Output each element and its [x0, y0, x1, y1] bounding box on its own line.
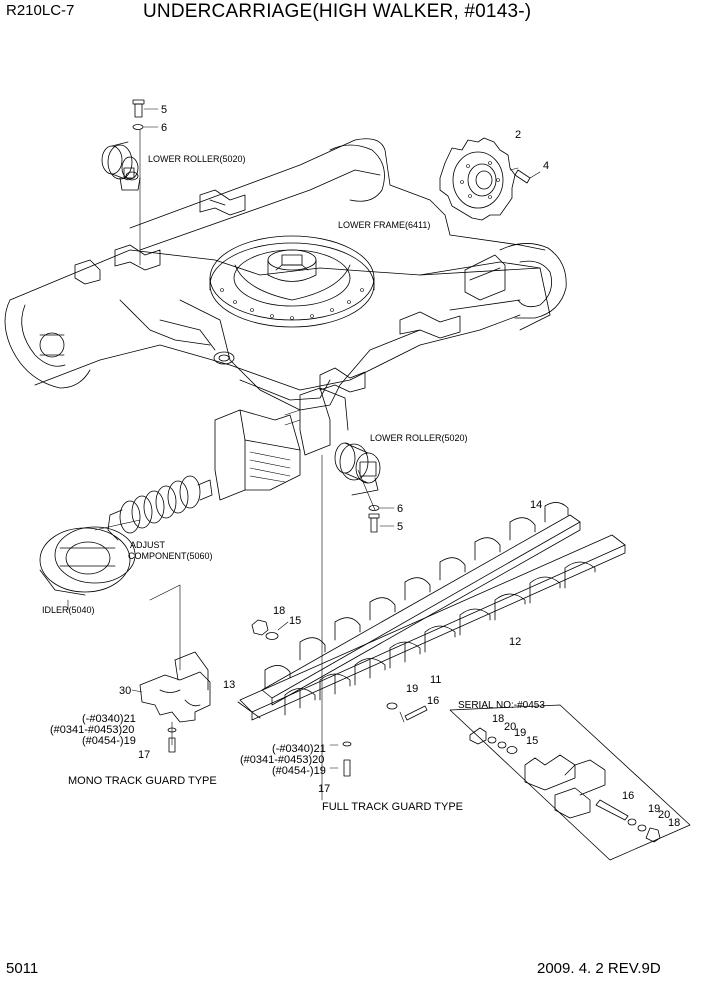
callout-13: 13: [223, 679, 235, 691]
date-revision: 2009. 4. 2 REV.9D: [537, 960, 661, 977]
callout-21-mono: (-#0340)21: [82, 713, 136, 725]
mono-track-guard-drawing: [131, 584, 211, 753]
label-lower-roller-top: LOWER ROLLER(5020): [148, 154, 246, 164]
callout-16-serial: 16: [622, 790, 634, 802]
lower-roller-top-drawing: [101, 99, 159, 191]
callout-16: 16: [427, 695, 439, 707]
callout-5: 5: [161, 104, 167, 116]
full-track-guard-drawing: [237, 502, 626, 777]
callout-20-mono: (#0341-#0453)20: [50, 724, 134, 736]
label-lower-frame: LOWER FRAME(6411): [338, 220, 430, 230]
serial-detail-box: [449, 704, 691, 861]
lower-frame-drawing: [4, 129, 567, 801]
callout-11: 11: [430, 674, 441, 686]
callout-19-serial-b: 19: [648, 803, 660, 815]
callout-20-full: (#0341-#0453)20: [240, 754, 324, 766]
callout-6: 6: [161, 122, 167, 134]
callout-15-serial: 15: [526, 735, 538, 747]
callout-18-serial-b: 18: [668, 817, 680, 829]
label-adjust-1: ADJUST: [130, 540, 166, 550]
callout-15: 15: [289, 615, 301, 627]
callout-20-serial-b: 20: [658, 809, 670, 821]
label-idler: IDLER(5040): [42, 605, 95, 615]
caption-full-track-guard: FULL TRACK GUARD TYPE: [322, 801, 463, 813]
page-number: 5011: [6, 960, 39, 977]
page-title: UNDERCARRIAGE(HIGH WALKER, #0143-): [143, 1, 532, 22]
caption-mono-track-guard: MONO TRACK GUARD TYPE: [68, 775, 217, 787]
callout-19-mono: (#0454-)19: [82, 735, 136, 747]
callout-6: 6: [397, 503, 403, 515]
callout-18: 18: [273, 605, 285, 617]
callout-30: 30: [119, 685, 131, 697]
callout-18-serial: 18: [492, 713, 504, 725]
callout-21-full: (-#0340)21: [272, 743, 326, 755]
callout-19-serial: 19: [514, 727, 526, 739]
idler-adjust-drawing: [39, 475, 213, 611]
label-adjust-2: COMPONENT(5060): [128, 551, 213, 561]
label-lower-roller-mid: LOWER ROLLER(5020): [370, 433, 468, 443]
callout-2: 2: [515, 129, 521, 141]
callout-20-serial: 20: [504, 721, 516, 733]
callout-5: 5: [397, 521, 403, 533]
callout-12: 12: [509, 636, 521, 648]
model-code: R210LC-7: [6, 2, 75, 19]
callout-17-full: 17: [318, 783, 330, 795]
sprocket-drawing: [439, 137, 541, 221]
callout-19: 19: [406, 683, 418, 695]
callout-17-mono: 17: [138, 749, 150, 761]
lower-roller-mid-drawing: [334, 442, 395, 533]
callout-14: 14: [530, 499, 542, 511]
callout-4: 4: [543, 160, 549, 172]
label-serial: SERIAL NO:-#0453: [458, 700, 545, 711]
callout-19-full: (#0454-)19: [272, 765, 326, 777]
